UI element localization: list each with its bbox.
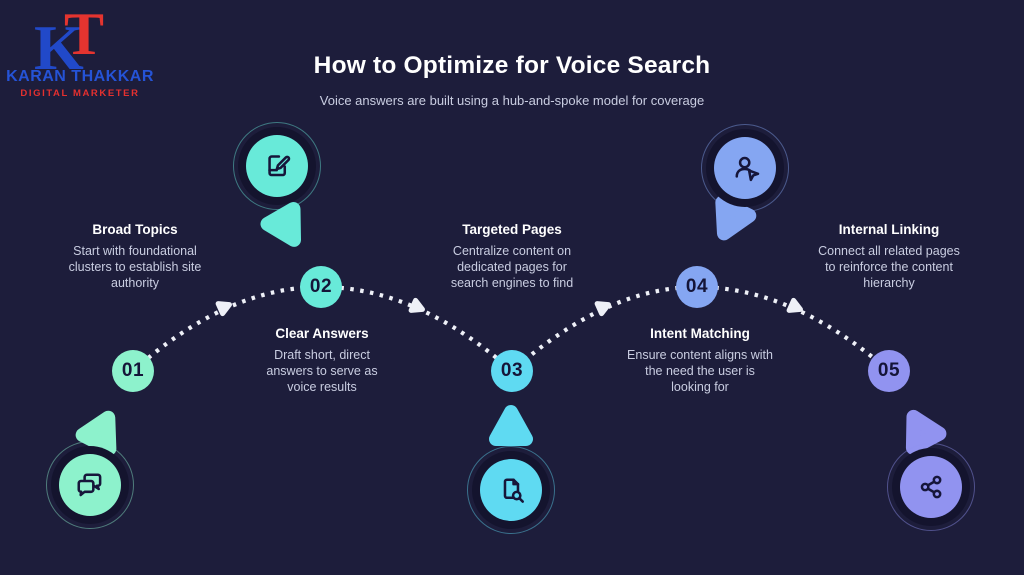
step-4-icon-badge [701, 124, 789, 212]
arrow-right-icon [786, 297, 803, 313]
dotted-flow-path [131, 284, 891, 374]
step-2-icon-badge [233, 122, 321, 210]
arrow-right-icon [215, 301, 232, 317]
pointer-triangle [489, 405, 533, 446]
step-3-number: 03 [491, 350, 533, 392]
step-4-number: 04 [676, 266, 718, 308]
step-1-title: Broad Topics [92, 222, 178, 237]
step-5-text: Internal Linking Connect all related pag… [814, 222, 964, 291]
arrow-right-icon [408, 297, 425, 313]
brand-name: KARAN THAKKAR [6, 68, 154, 85]
step-1-number: 01 [112, 350, 154, 392]
step-2-number: 02 [300, 266, 342, 308]
step-3-description: Centralize content on dedicated pages fo… [450, 244, 574, 290]
user-cursor-icon [735, 156, 760, 182]
step-3-title: Targeted Pages [462, 222, 562, 237]
kt-monogram-logo: K T [28, 1, 128, 80]
document-search-icon [503, 478, 524, 503]
step-3-icon-badge [467, 446, 555, 534]
brand-logo: K T KARAN THAKKAR DIGITAL MARKETER [0, 0, 160, 110]
step-1-icon-badge [46, 441, 134, 529]
chat-bubbles-icon [77, 473, 102, 497]
share-nodes-icon [920, 475, 942, 499]
step-1-description: Start with foundational clusters to esta… [68, 244, 202, 290]
step-4-description: Ensure content aligns with the need the … [627, 348, 773, 394]
step-5-icon-badge [887, 443, 975, 531]
step-1-text: Broad Topics Start with foundational clu… [55, 222, 215, 291]
page-subtitle: Voice answers are built using a hub-and-… [319, 93, 705, 108]
step-5-title: Internal Linking [838, 222, 940, 237]
step-4-title: Intent Matching [650, 326, 750, 341]
brand-tagline: DIGITAL MARKETER [20, 88, 140, 99]
step-2-text: Clear Answers Draft short, direct answer… [254, 326, 390, 395]
arrow-right-icon [594, 301, 611, 317]
step-4-text: Intent Matching Ensure content aligns wi… [625, 326, 775, 395]
pointer-triangle [905, 409, 947, 455]
step-2-description: Draft short, direct answers to serve as … [266, 348, 378, 394]
step-5-description: Connect all related pages to reinforce t… [818, 244, 960, 290]
step-2-title: Clear Answers [275, 326, 369, 341]
monogram-letter-k: K [34, 12, 84, 83]
pointer-triangle [260, 201, 301, 247]
step-3-text: Targeted Pages Centralize content on ded… [437, 222, 587, 291]
page-title: How to Optimize for Voice Search [313, 52, 711, 79]
step-5-number: 05 [868, 350, 910, 392]
edit-document-icon [268, 155, 291, 177]
monogram-letter-t: T [64, 1, 105, 67]
